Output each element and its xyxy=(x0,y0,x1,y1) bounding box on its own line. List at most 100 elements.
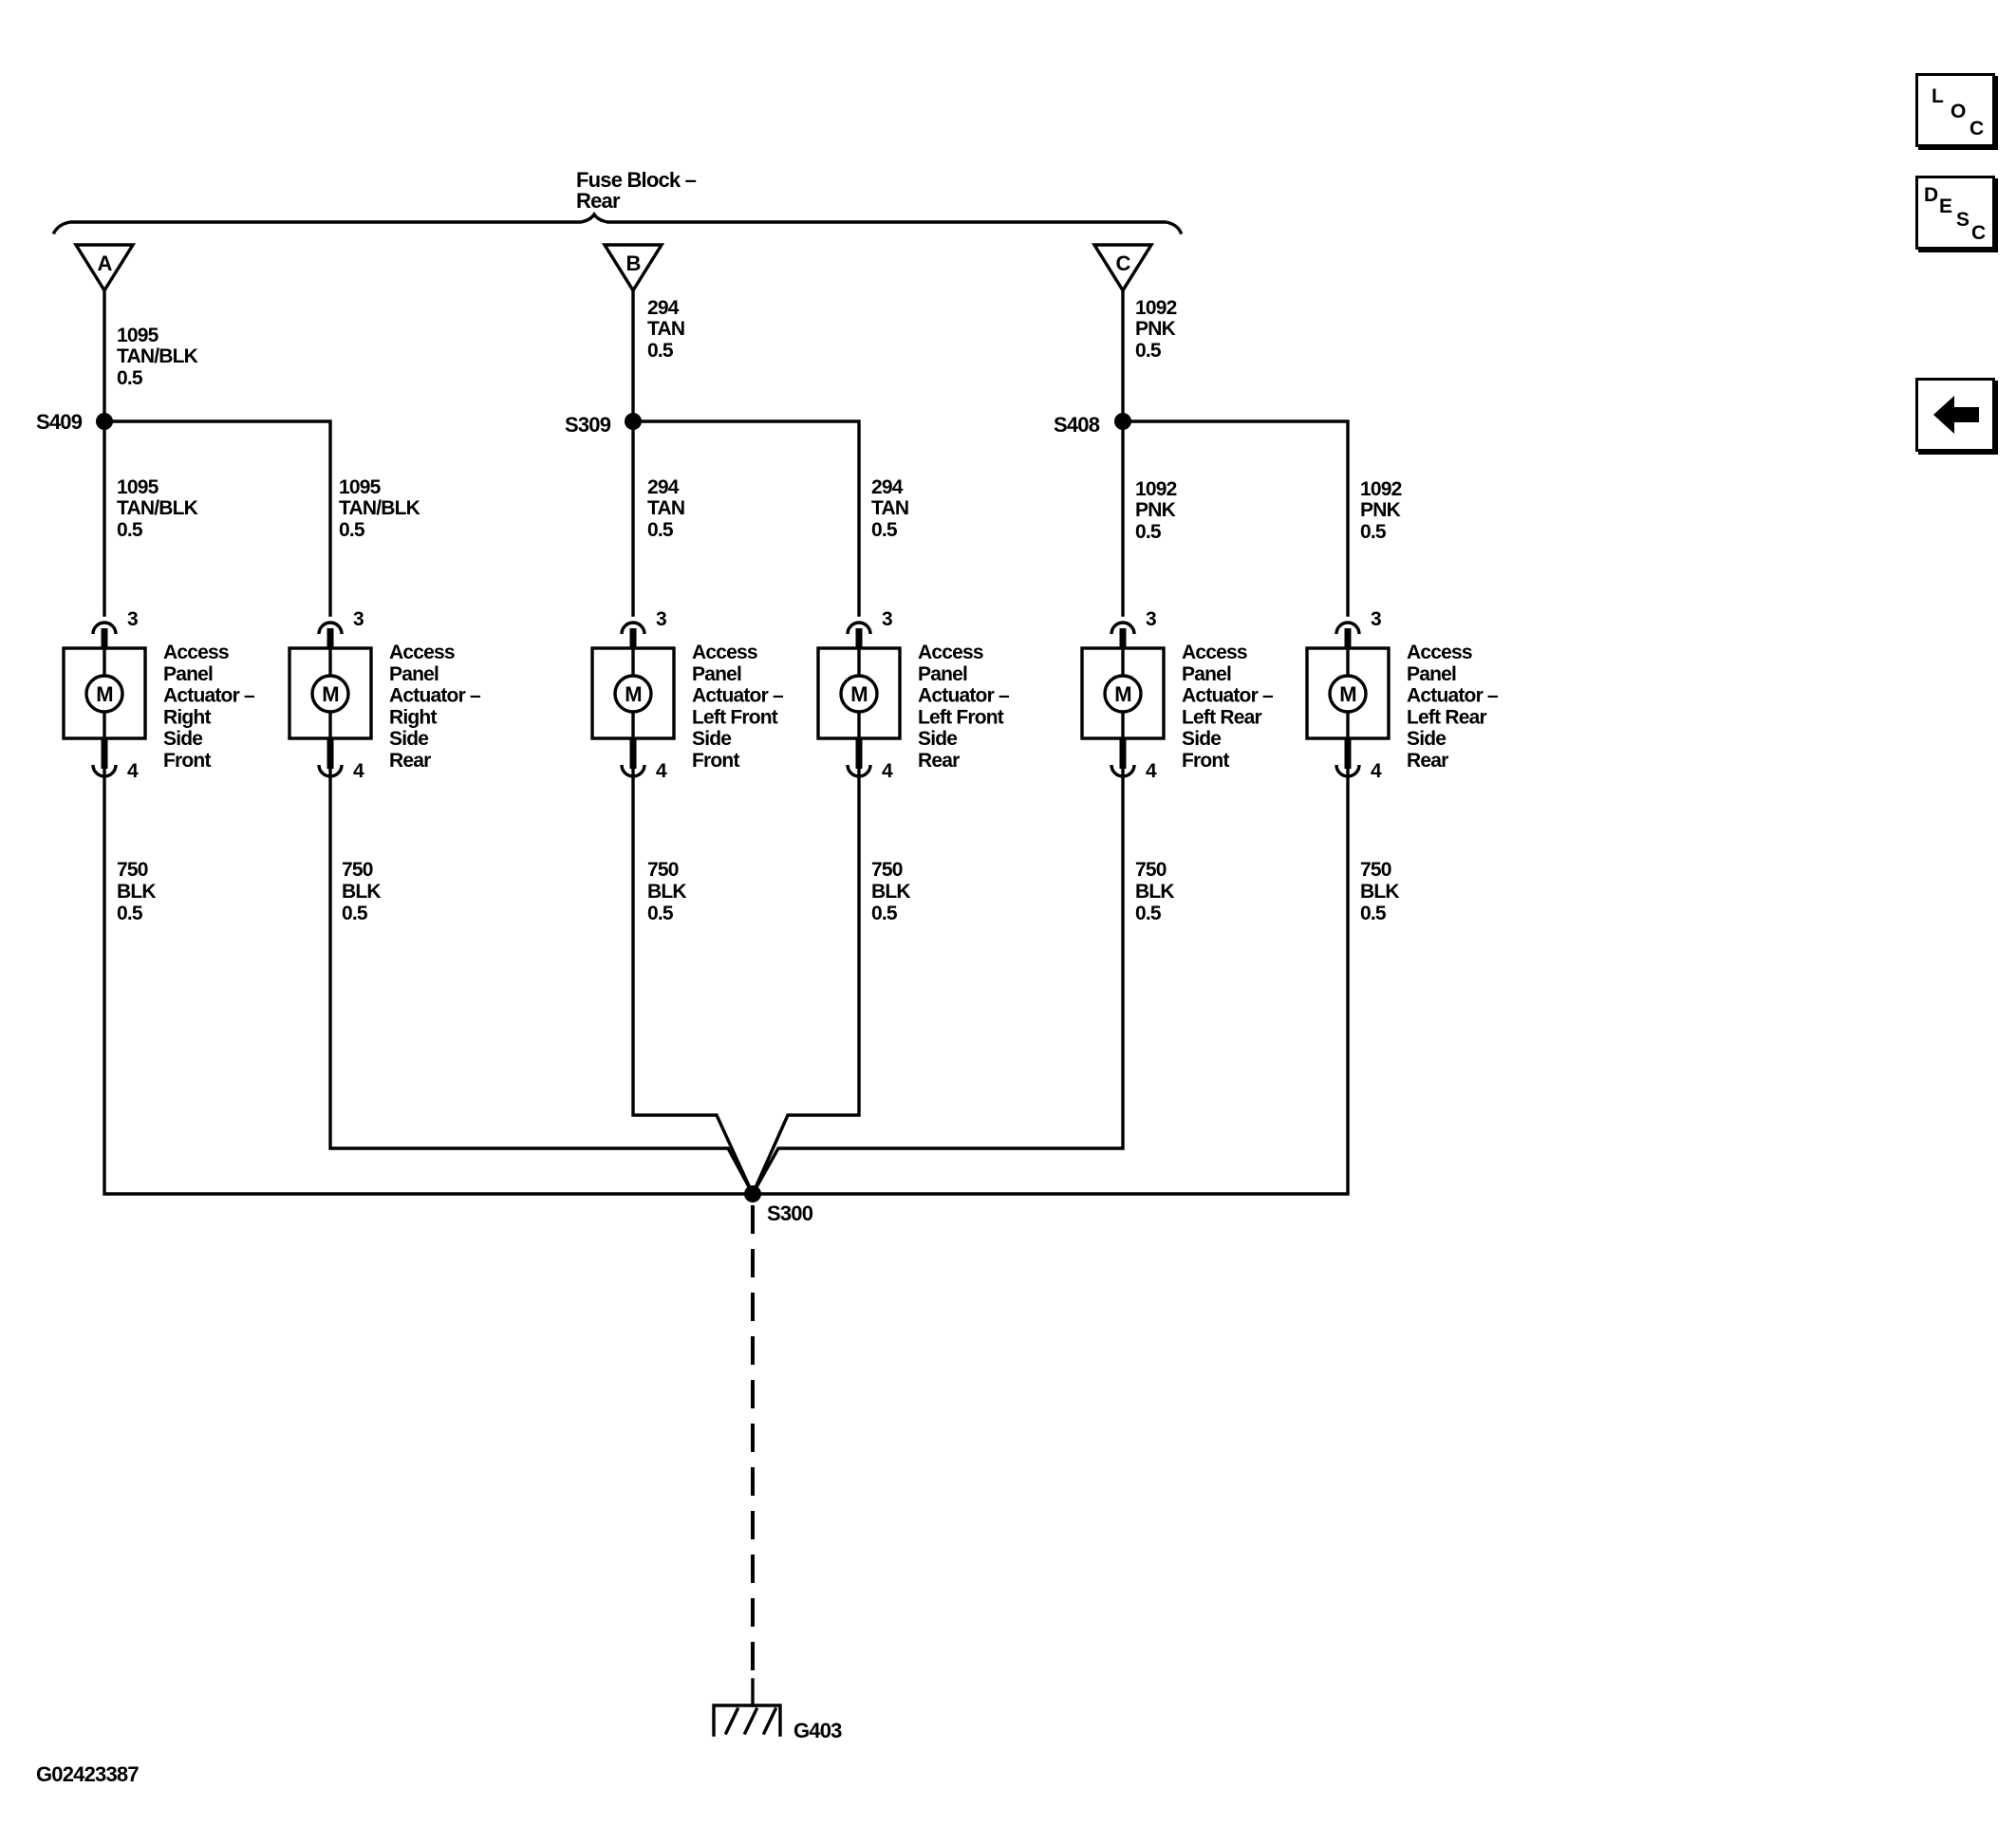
fuse-block-label-line1: Fuse Block – xyxy=(576,168,697,192)
wire-label-b-feed: 294 TAN 0.5 xyxy=(647,297,685,362)
wire-label-ground-3: 750 BLK 0.5 xyxy=(647,859,687,924)
svg-text:0.5: 0.5 xyxy=(117,903,143,924)
svg-text:750: 750 xyxy=(117,859,148,881)
actuator-name-line: Access xyxy=(692,642,757,663)
ground-symbol xyxy=(712,1678,782,1737)
actuator-name-line: Rear xyxy=(389,750,431,772)
actuator-name-line: Panel xyxy=(692,663,741,685)
fuse-block-bracket: Fuse Block – Rear xyxy=(51,168,1184,235)
svg-text:1095: 1095 xyxy=(339,476,382,498)
motor-icon xyxy=(310,674,350,714)
svg-text:BLK: BLK xyxy=(1360,881,1399,903)
svg-text:1095: 1095 xyxy=(117,325,159,346)
svg-text:TAN/BLK: TAN/BLK xyxy=(339,497,420,519)
svg-text:1095: 1095 xyxy=(117,476,159,498)
svg-text:0.5: 0.5 xyxy=(117,367,143,389)
actuator-name-line: Side xyxy=(1182,728,1221,750)
svg-text:0.5: 0.5 xyxy=(647,519,674,541)
svg-text:0.5: 0.5 xyxy=(871,903,898,924)
connector-cup-top xyxy=(620,621,646,635)
actuator-name-line: Actuator – xyxy=(1407,685,1499,707)
loc-letter-c: C xyxy=(1969,118,1984,140)
actuator-name-line: Panel xyxy=(163,663,213,685)
svg-text:0.5: 0.5 xyxy=(342,903,368,924)
wire-label-c-feed: 1092 PNK 0.5 xyxy=(1135,297,1177,362)
actuator-name-line: Side xyxy=(1407,728,1446,750)
svg-text:294: 294 xyxy=(871,476,904,498)
actuator-name-line: Actuator – xyxy=(1182,685,1274,707)
actuator-name-line: Panel xyxy=(389,663,439,685)
svg-text:0.5: 0.5 xyxy=(1135,903,1162,924)
connector-cup-top xyxy=(317,621,344,635)
motor-icon xyxy=(839,674,879,714)
svg-text:1092: 1092 xyxy=(1135,297,1177,319)
actuator-name-line: Actuator – xyxy=(692,685,784,707)
splice-s300 xyxy=(744,1185,761,1202)
left-arrow-icon xyxy=(1933,396,1979,434)
splice-s409 xyxy=(96,413,113,430)
desc-button[interactable]: D E S C xyxy=(1915,176,1995,250)
actuator-name-line: Left Front xyxy=(918,706,1004,728)
actuator-name-line: Right xyxy=(163,706,211,728)
actuator-name-line: Side xyxy=(692,728,731,750)
wire-label-ground-5: 750 BLK 0.5 xyxy=(1135,859,1175,924)
pin-4-label: 4 xyxy=(353,760,364,782)
svg-text:TAN: TAN xyxy=(871,497,908,519)
svg-text:A: A xyxy=(97,251,112,275)
svg-text:C: C xyxy=(1115,251,1130,275)
svg-text:750: 750 xyxy=(1135,859,1167,881)
actuator-name-line: Side xyxy=(918,728,957,750)
actuator-name-line: Rear xyxy=(918,750,960,772)
pin-3-label: 3 xyxy=(353,608,364,630)
svg-text:750: 750 xyxy=(647,859,679,881)
actuator-name-line: Actuator – xyxy=(389,685,481,707)
svg-text:294: 294 xyxy=(647,297,680,319)
actuator-name-line: Front xyxy=(1182,750,1229,772)
connector-cup-top xyxy=(91,621,118,635)
wire-label-a-feed: 1095 TAN/BLK 0.5 xyxy=(117,325,198,389)
motor-symbol: M xyxy=(850,682,868,706)
splice-label-s409: S409 xyxy=(36,410,83,434)
svg-text:750: 750 xyxy=(871,859,903,881)
actuator-name-line: Access xyxy=(1407,642,1472,663)
ground-label: G403 xyxy=(793,1719,842,1742)
actuator-name-line: Panel xyxy=(918,663,967,685)
svg-text:TAN/BLK: TAN/BLK xyxy=(117,497,198,519)
back-button[interactable] xyxy=(1915,378,1995,452)
pin-4-label: 4 xyxy=(127,760,139,782)
wire-label-m6-feed: 1092 PNK 0.5 xyxy=(1360,478,1402,543)
actuator-name-line: Left Front xyxy=(692,706,778,728)
svg-text:PNK: PNK xyxy=(1135,318,1176,340)
pin-3-label: 3 xyxy=(882,608,892,630)
svg-text:TAN/BLK: TAN/BLK xyxy=(117,345,198,367)
desc-letter-e: E xyxy=(1939,196,1952,217)
splice-label-s300: S300 xyxy=(767,1201,813,1225)
pin-3-label: 3 xyxy=(656,608,666,630)
actuator-name-line: Side xyxy=(163,728,202,750)
actuator-name-line: Access xyxy=(1182,642,1247,663)
svg-text:0.5: 0.5 xyxy=(1135,521,1162,543)
connector-cup-top xyxy=(1335,621,1361,635)
motor-symbol: M xyxy=(96,682,113,706)
figure-id: G02423387 xyxy=(36,1762,139,1786)
motor-symbol: M xyxy=(322,682,339,706)
actuator-name-line: Front xyxy=(692,750,739,772)
svg-text:0.5: 0.5 xyxy=(1135,340,1162,362)
loc-button[interactable]: L O C xyxy=(1915,73,1995,147)
svg-text:0.5: 0.5 xyxy=(1360,521,1387,543)
desc-letter-s: S xyxy=(1956,209,1969,231)
svg-text:0.5: 0.5 xyxy=(1360,903,1387,924)
pin-4-label: 4 xyxy=(1146,760,1157,782)
actuator-name-line: Actuator – xyxy=(163,685,255,707)
svg-text:0.5: 0.5 xyxy=(871,519,898,541)
pin-4-label: 4 xyxy=(882,760,893,782)
motor-symbol: M xyxy=(1339,682,1356,706)
fuse-block-label-line2: Rear xyxy=(576,189,621,213)
svg-text:BLK: BLK xyxy=(871,881,910,903)
desc-letter-c: C xyxy=(1971,222,1986,244)
